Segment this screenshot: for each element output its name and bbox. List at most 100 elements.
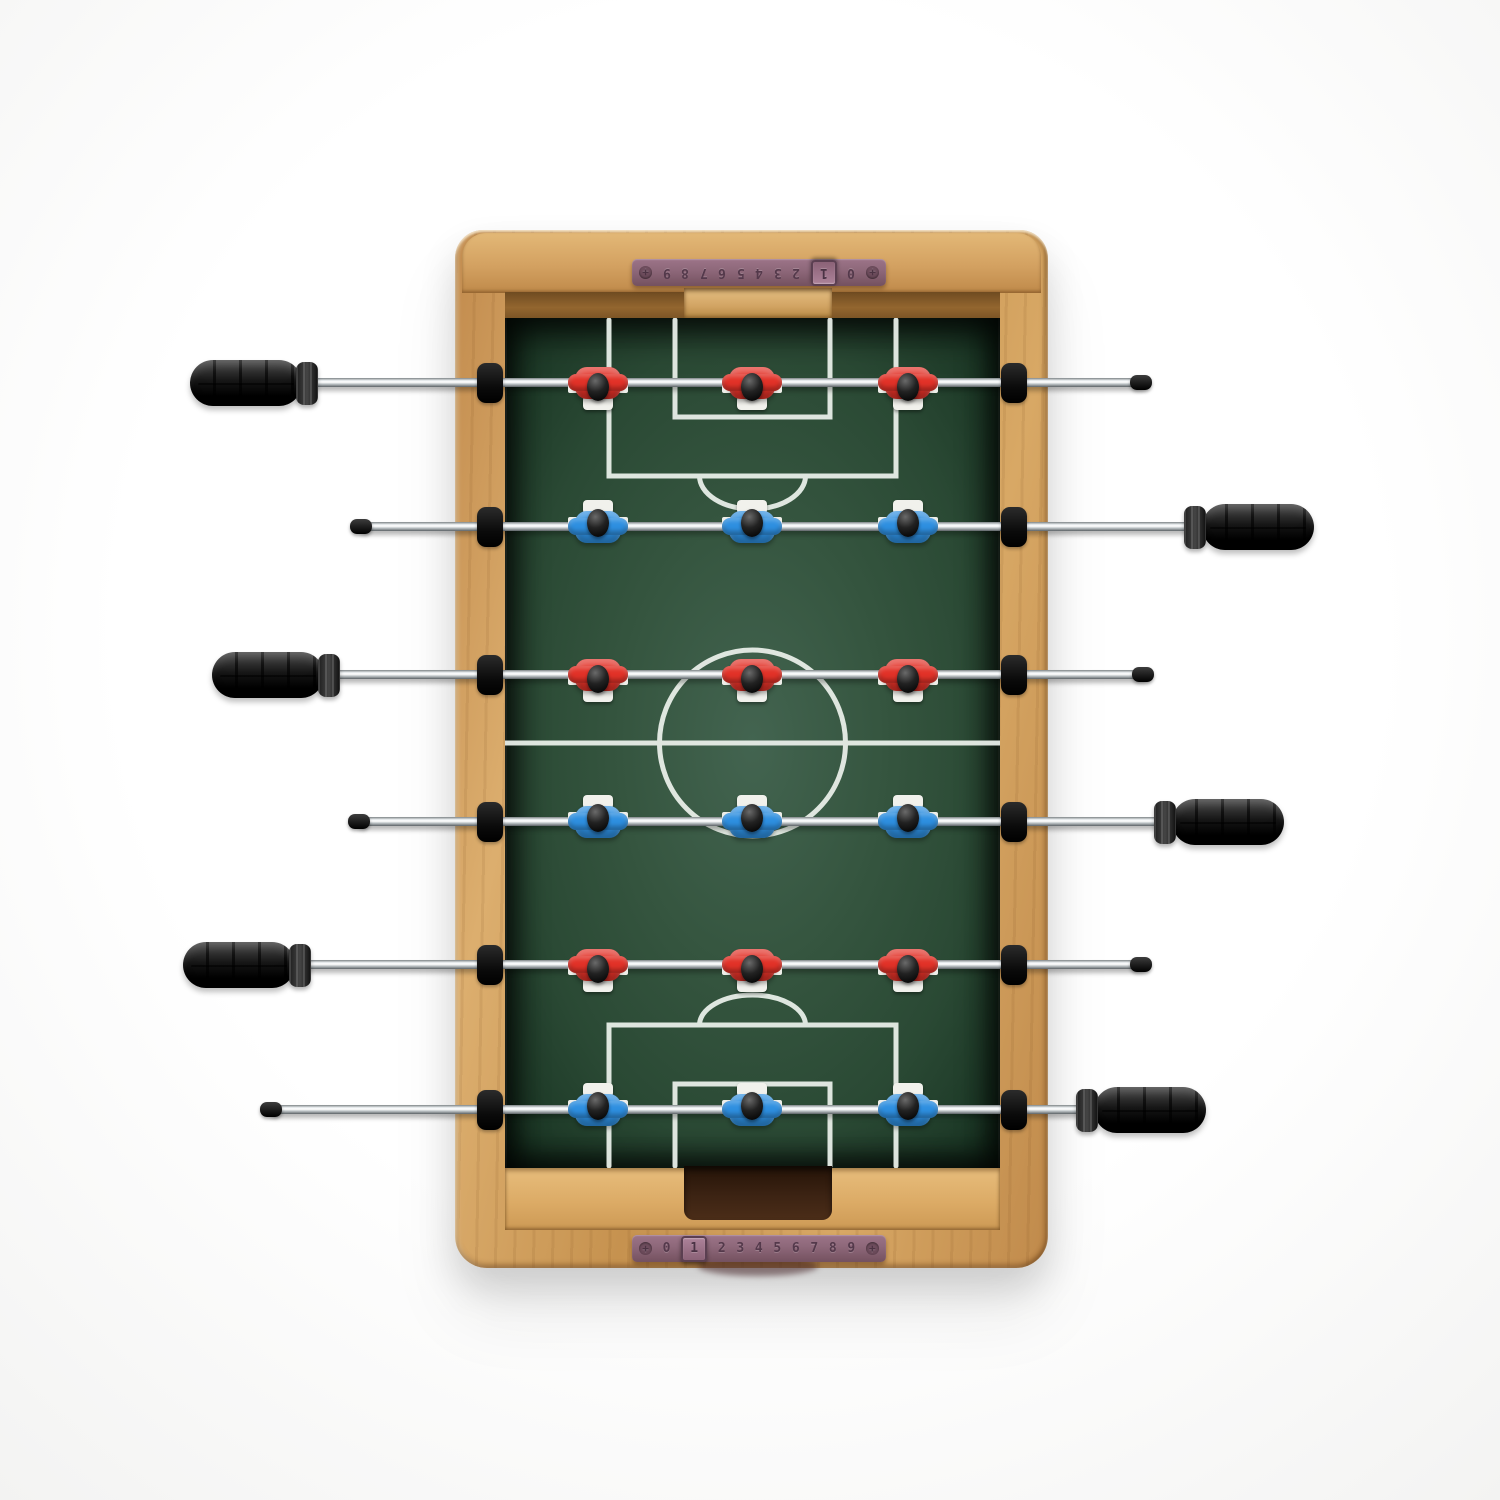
rod-bushing-icon — [477, 363, 503, 403]
rod-bushing-icon — [1001, 363, 1027, 403]
foosball-player-blue — [568, 786, 628, 858]
rod-bushing-icon — [1001, 507, 1027, 547]
counter-digit: 2 — [717, 1241, 726, 1256]
counter-digit: 7 — [810, 1241, 819, 1256]
counter-digit: 0 — [662, 1241, 671, 1256]
counter-digit: 3 — [773, 265, 782, 280]
screw-icon: + — [865, 1242, 879, 1255]
foosball-player-red — [878, 639, 938, 711]
score-counter-top: + 9 8 7 6 5 4 3 2 1 0 + — [632, 259, 886, 286]
foosball-player-red — [568, 347, 628, 419]
rod-bushing-icon — [477, 1090, 503, 1130]
goal-box-top — [672, 318, 833, 420]
rod-end-cap — [1130, 375, 1152, 390]
foosball-player-blue — [878, 1074, 938, 1146]
rod-bushing-icon — [477, 507, 503, 547]
foosball-player-blue — [878, 491, 938, 563]
handle-collar — [289, 944, 311, 987]
rod-bushing-icon — [477, 945, 503, 985]
player-head — [897, 1092, 919, 1120]
foosball-player-red — [878, 929, 938, 1001]
counter-digit: 4 — [755, 265, 763, 280]
rod-handle[interactable] — [183, 942, 295, 988]
counter-digit: 8 — [681, 265, 689, 280]
playing-field — [505, 318, 1000, 1168]
player-head — [897, 665, 919, 693]
counter-digit: 7 — [699, 265, 708, 280]
player-head — [741, 509, 763, 537]
rod-end-cap — [350, 519, 372, 534]
player-head — [897, 509, 919, 537]
handle-collar — [1076, 1089, 1098, 1132]
screw-icon: + — [639, 1242, 652, 1255]
counter-digit: 8 — [828, 1241, 837, 1256]
rod-bushing-icon — [1001, 655, 1027, 695]
player-head — [587, 1092, 609, 1120]
handle-collar — [1184, 506, 1206, 549]
player-head — [587, 373, 609, 401]
player-head — [897, 804, 919, 832]
bottom-goal-opening — [684, 1166, 832, 1220]
rod-end-cap — [1130, 957, 1152, 972]
counter-digit: 2 — [792, 265, 800, 280]
player-head — [897, 373, 919, 401]
foosball-player-blue — [722, 491, 782, 563]
player-head — [587, 804, 609, 832]
foosball-player-blue — [568, 491, 628, 563]
rod-bar[interactable] — [270, 1105, 1084, 1114]
rod-bushing-icon — [1001, 1090, 1027, 1130]
rod-end-cap — [348, 814, 370, 829]
counter-digit: 5 — [736, 265, 745, 280]
handle-collar — [1154, 801, 1176, 844]
score-slider-bead[interactable]: 1 — [681, 1235, 708, 1262]
player-head — [587, 665, 609, 693]
rod-handle[interactable] — [190, 360, 302, 406]
screw-icon: + — [639, 266, 652, 279]
handle-collar — [318, 654, 340, 697]
penalty-arc-bottom — [697, 992, 808, 1028]
counter-digit: 9 — [847, 1241, 856, 1256]
foosball-player-blue — [722, 1074, 782, 1146]
player-head — [741, 665, 763, 693]
counter-digit: 3 — [736, 1241, 745, 1256]
counter-digit: 5 — [773, 1241, 782, 1256]
player-head — [741, 1092, 763, 1120]
counter-digit: 6 — [791, 1241, 800, 1256]
foosball-player-blue — [878, 786, 938, 858]
foosball-player-red — [568, 929, 628, 1001]
player-head — [587, 955, 609, 983]
rod-end-cap — [1132, 667, 1154, 682]
rod-handle[interactable] — [1094, 1087, 1206, 1133]
rod-bushing-icon — [1001, 802, 1027, 842]
counter-digit: 9 — [662, 265, 671, 280]
rod-handle[interactable] — [1202, 504, 1314, 550]
field-markings — [505, 318, 1000, 1168]
foosball-player-red — [878, 347, 938, 419]
rod-bushing-icon — [1001, 945, 1027, 985]
player-head — [741, 804, 763, 832]
rod-handle[interactable] — [212, 652, 324, 698]
rod-handle[interactable] — [1172, 799, 1284, 845]
handle-collar — [296, 362, 318, 405]
counter-digit: 0 — [847, 265, 856, 280]
score-slider-bead[interactable]: 1 — [810, 259, 837, 286]
top-goal-opening — [684, 288, 832, 318]
foosball-player-red — [722, 347, 782, 419]
player-head — [741, 373, 763, 401]
player-head — [587, 509, 609, 537]
rod-bushing-icon — [477, 802, 503, 842]
foosball-player-blue — [722, 786, 782, 858]
score-counter-bottom: + 0 1 2 3 4 5 6 7 8 9 + — [632, 1235, 886, 1262]
screw-icon: + — [865, 266, 879, 279]
counter-digit: 6 — [718, 265, 726, 280]
player-head — [741, 955, 763, 983]
counter-digit: 4 — [754, 1241, 763, 1256]
foosball-player-red — [722, 639, 782, 711]
